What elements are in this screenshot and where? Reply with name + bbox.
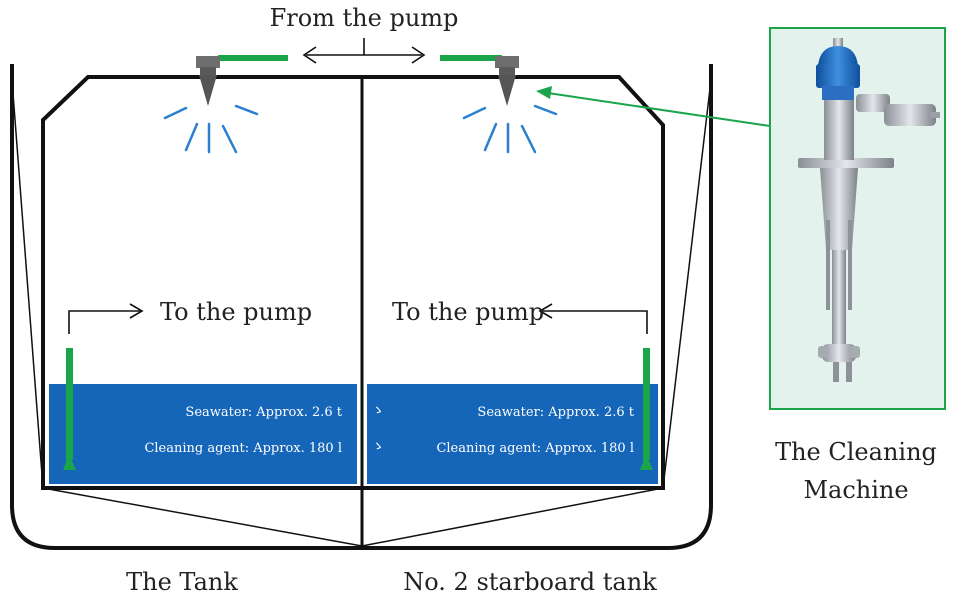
right-water-box [367, 384, 658, 484]
left-suction-pipe [63, 348, 76, 470]
right-spray [462, 104, 558, 154]
right-seawater-text: Seawater: Approx. 2.6 t [477, 405, 634, 420]
left-water-box [49, 384, 357, 484]
right-marker-glyphs: ゝ ゝ [372, 403, 384, 453]
left-seawater-text: Seawater: Approx. 2.6 t [185, 405, 342, 420]
left-cleaning-agent-text: Cleaning agent: Approx. 180 l [144, 441, 342, 456]
bottom-structure [11, 79, 712, 547]
to-pump-label-left: To the pump [160, 298, 312, 326]
left-feed-pipe [218, 55, 288, 61]
left-spray [163, 104, 259, 154]
machine-photo-frame [769, 27, 946, 410]
right-nozzle [495, 56, 519, 106]
right-to-pump-arrow [538, 303, 648, 334]
svg-text:ゝ: ゝ [372, 403, 384, 417]
machine-pointer-arrow [536, 86, 771, 127]
machine-caption-line1: The Cleaning [775, 438, 937, 466]
left-to-pump-arrow [68, 303, 144, 334]
from-pump-arrow [302, 38, 426, 64]
right-suction-pipe [640, 348, 653, 470]
tank-right-caption: No. 2 starboard tank [403, 568, 657, 596]
from-pump-label: From the pump [270, 4, 459, 32]
right-cleaning-agent-text: Cleaning agent: Approx. 180 l [436, 441, 634, 456]
left-nozzle [196, 56, 220, 106]
svg-text:ゝ: ゝ [372, 439, 384, 453]
machine-caption-line2: Machine [803, 476, 908, 504]
outer-hull [10, 64, 713, 550]
tank-left-caption: The Tank [126, 568, 238, 596]
cleaning-machine-illustration [798, 38, 940, 382]
right-feed-pipe [440, 55, 502, 61]
to-pump-label-right: To the pump [392, 298, 544, 326]
